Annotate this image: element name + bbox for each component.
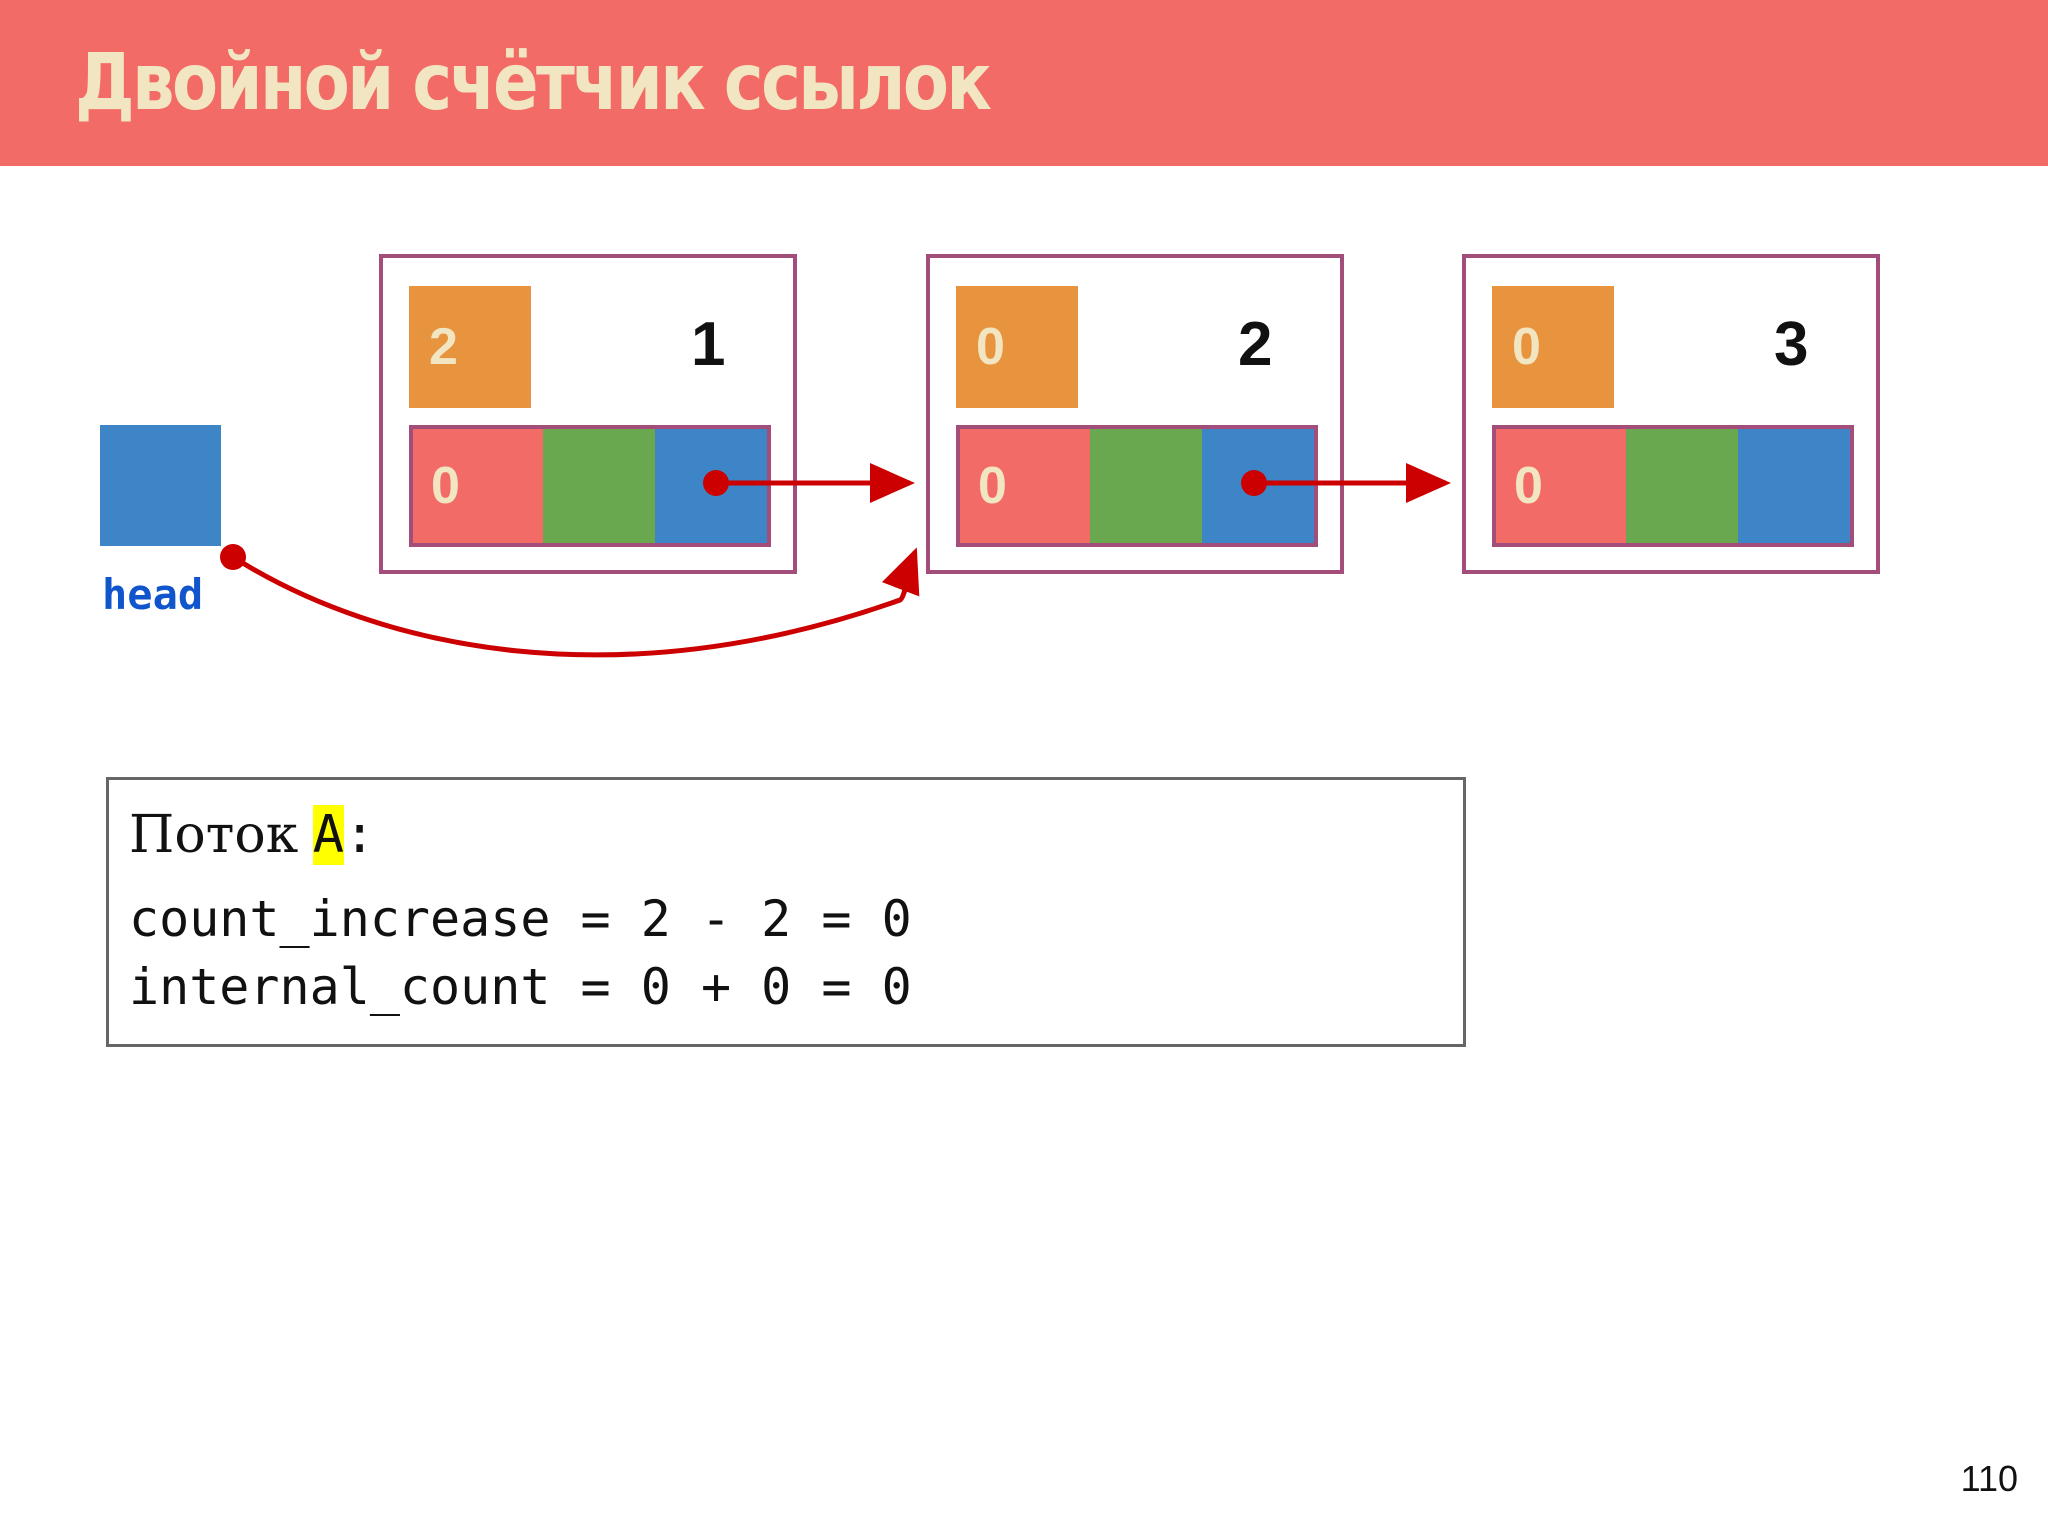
internal-count-1: 0: [413, 429, 543, 543]
thread-heading: Поток A:: [129, 805, 375, 865]
code-line-internal-count: internal_count = 0 + 0 = 0: [129, 958, 912, 1016]
pointer-middle-cell-1: [543, 429, 655, 543]
external-count-1: 2: [409, 286, 531, 408]
code-line-count-increase: count_increase = 2 - 2 = 0: [129, 890, 912, 948]
thread-colon: :: [344, 805, 376, 865]
list-node-2: 0 2 0: [926, 254, 1344, 574]
internal-count-2: 0: [960, 429, 1090, 543]
list-node-1: 2 1 0: [379, 254, 797, 574]
internal-count-3: 0: [1496, 429, 1626, 543]
node-value-3: 3: [1774, 310, 1809, 379]
slide-title: Двойной счётчик ссылок: [75, 38, 992, 128]
external-count-3: 0: [1492, 286, 1614, 408]
list-node-3: 0 3 0: [1462, 254, 1880, 574]
thread-name-highlight: A: [312, 805, 344, 865]
node-value-2: 2: [1238, 310, 1273, 379]
title-bar: Двойной счётчик ссылок: [0, 0, 2048, 166]
thread-state-box: Поток A: count_increase = 2 - 2 = 0 inte…: [106, 777, 1466, 1047]
pointer-middle-cell-2: [1090, 429, 1202, 543]
head-to-node-2-arrow: [231, 547, 920, 658]
external-count-2: 0: [956, 286, 1078, 408]
counted-pointer-1: 0: [409, 425, 771, 547]
counted-pointer-3: 0: [1492, 425, 1854, 547]
head-label: head: [102, 570, 204, 619]
thread-label: Поток: [129, 805, 299, 865]
next-pointer-cell-3: [1738, 429, 1850, 543]
node-value-1: 1: [691, 310, 726, 379]
pointer-middle-cell-3: [1626, 429, 1738, 543]
counted-pointer-2: 0: [956, 425, 1318, 547]
head-pointer-box: [100, 425, 221, 546]
page-number: 110: [1960, 1458, 2018, 1499]
